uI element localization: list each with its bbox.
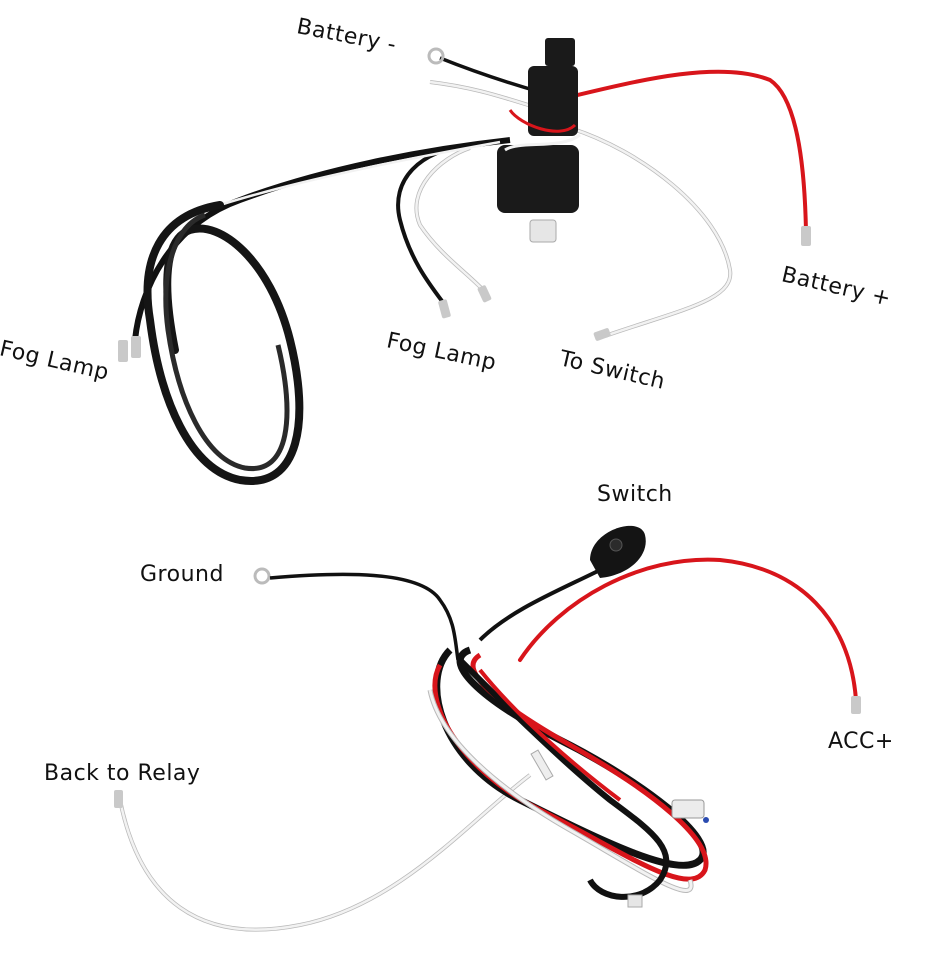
back-to-relay-wire: [118, 773, 532, 932]
fog-lamp-middle-terminal-2: [477, 285, 492, 303]
fog-lamp-left-terminal-2: [131, 336, 141, 358]
switch-indicator: [609, 538, 623, 552]
acc-positive-terminal: [851, 696, 861, 714]
wire-coil: [427, 646, 709, 908]
fog-lamp-left-terminal-1: [118, 340, 128, 362]
battery-negative-ring-terminal: [427, 47, 445, 65]
battery-positive-terminal: [801, 226, 811, 246]
to-switch-wire: [569, 126, 733, 338]
fog-lamp-left-bundle: [132, 137, 511, 341]
acc-positive-wire: [518, 557, 858, 702]
switch-wire: [478, 568, 601, 642]
fog-lamp-left-loop: [143, 201, 304, 485]
switch-label: Switch: [597, 482, 673, 507]
fog-lamp-middle-terminal-1: [438, 299, 451, 319]
fog-lamp-middle-wire-white: [414, 146, 487, 294]
relay-harness: [118, 38, 811, 485]
switch-harness: [114, 525, 861, 932]
to-switch-terminal: [593, 328, 611, 341]
ground-wire: [269, 572, 460, 661]
ground-ring-terminal: [253, 567, 271, 585]
ground-label: Ground: [140, 562, 224, 587]
relay-block: [497, 145, 579, 213]
back-to-relay-terminal: [114, 790, 123, 808]
switch-body: [590, 525, 646, 578]
battery-positive-wire: [563, 69, 808, 234]
acc-positive-label: ACC+: [828, 729, 894, 754]
coil-tie: [530, 749, 554, 781]
fuse-holder: [671, 799, 705, 819]
relay-connector: [545, 38, 575, 66]
back-to-relay-label: Back to Relay: [44, 761, 201, 786]
